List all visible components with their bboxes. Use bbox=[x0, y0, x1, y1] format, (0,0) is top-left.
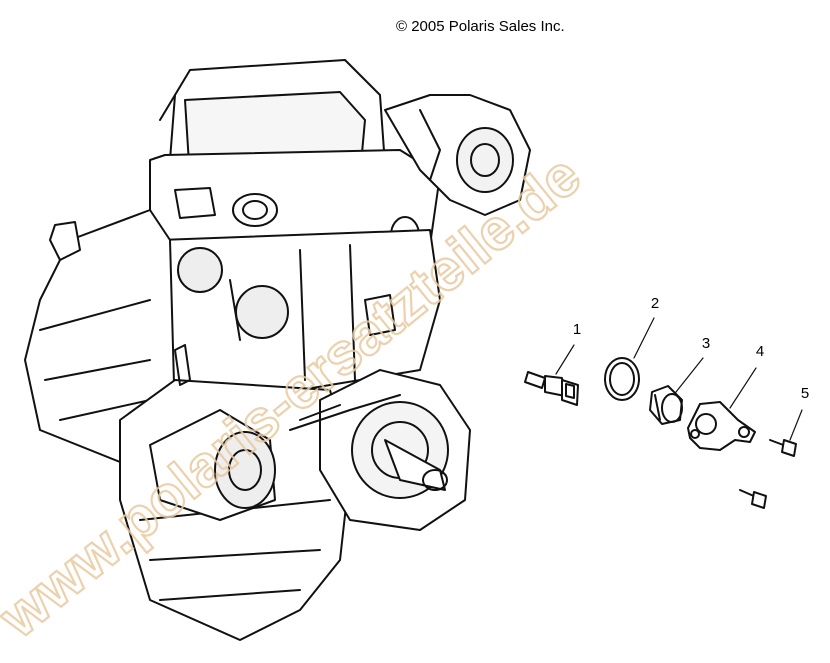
callout-3: 3 bbox=[701, 335, 711, 352]
callout-5: 5 bbox=[800, 385, 810, 402]
engine-assembly bbox=[24, 59, 531, 641]
part-3-thermostat bbox=[649, 385, 683, 425]
callout-1: 1 bbox=[572, 321, 582, 338]
callout-2: 2 bbox=[650, 295, 660, 312]
part-1-temperature-sensor bbox=[524, 371, 579, 406]
part-5-bolts bbox=[739, 439, 797, 509]
part-4-thermostat-housing bbox=[687, 401, 756, 451]
callout-4: 4 bbox=[755, 343, 765, 360]
copyright-notice: © 2005 Polaris Sales Inc. bbox=[396, 18, 565, 35]
part-2-o-ring bbox=[604, 357, 640, 401]
leader-lines bbox=[555, 317, 803, 441]
